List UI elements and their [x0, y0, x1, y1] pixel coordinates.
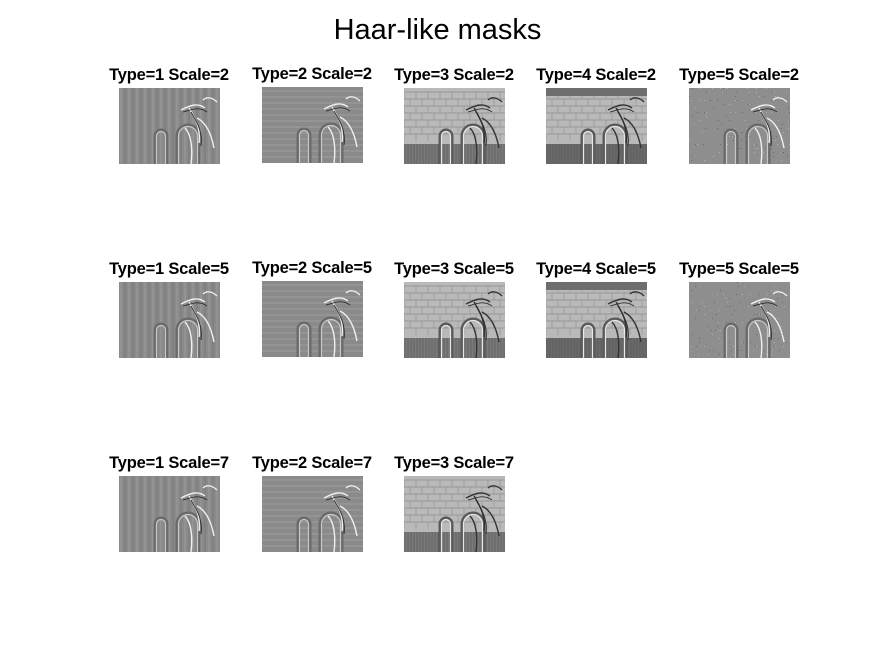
- haar-response-image: [119, 88, 220, 164]
- panel-type4-scale2: Type=4 Scale=2: [521, 66, 671, 166]
- panel-title: Type=5 Scale=5: [679, 260, 799, 278]
- panel-title: Type=3 Scale=5: [394, 260, 514, 278]
- panel-title: Type=3 Scale=2: [394, 66, 514, 84]
- haar-response-image: [262, 476, 363, 552]
- panel-type2-scale2: Type=2 Scale=2: [237, 65, 387, 165]
- panel-type1-scale2: Type=1 Scale=2: [94, 66, 244, 166]
- panel-type1-scale7: Type=1 Scale=7: [94, 454, 244, 554]
- panel-title: Type=4 Scale=5: [536, 260, 656, 278]
- haar-response-image: [119, 282, 220, 358]
- haar-response-image: [404, 88, 505, 164]
- haar-response-image: [546, 88, 647, 164]
- panel-type2-scale5: Type=2 Scale=5: [237, 259, 387, 359]
- haar-response-image: [689, 88, 790, 164]
- panel-type4-scale5: Type=4 Scale=5: [521, 260, 671, 360]
- panel-type3-scale7: Type=3 Scale=7: [379, 454, 529, 554]
- haar-response-image: [262, 87, 363, 163]
- panel-type3-scale2: Type=3 Scale=2: [379, 66, 529, 166]
- haar-response-image: [262, 281, 363, 357]
- panel-title: Type=2 Scale=2: [252, 65, 372, 83]
- haar-response-image: [404, 476, 505, 552]
- panel-title: Type=2 Scale=7: [252, 454, 372, 472]
- haar-response-image: [119, 476, 220, 552]
- haar-response-image: [546, 282, 647, 358]
- panel-type2-scale7: Type=2 Scale=7: [237, 454, 387, 554]
- panel-type3-scale5: Type=3 Scale=5: [379, 260, 529, 360]
- panel-title: Type=1 Scale=2: [109, 66, 229, 84]
- panel-type5-scale5: Type=5 Scale=5: [664, 260, 814, 360]
- haar-response-image: [689, 282, 790, 358]
- panel-title: Type=3 Scale=7: [394, 454, 514, 472]
- panel-type1-scale5: Type=1 Scale=5: [94, 260, 244, 360]
- panel-type5-scale2: Type=5 Scale=2: [664, 66, 814, 166]
- figure-title: Haar-like masks: [333, 14, 542, 46]
- panel-title: Type=4 Scale=2: [536, 66, 656, 84]
- panel-title: Type=1 Scale=5: [109, 260, 229, 278]
- haar-response-image: [404, 282, 505, 358]
- panel-title: Type=5 Scale=2: [679, 66, 799, 84]
- panel-title: Type=1 Scale=7: [109, 454, 229, 472]
- panel-title: Type=2 Scale=5: [252, 259, 372, 277]
